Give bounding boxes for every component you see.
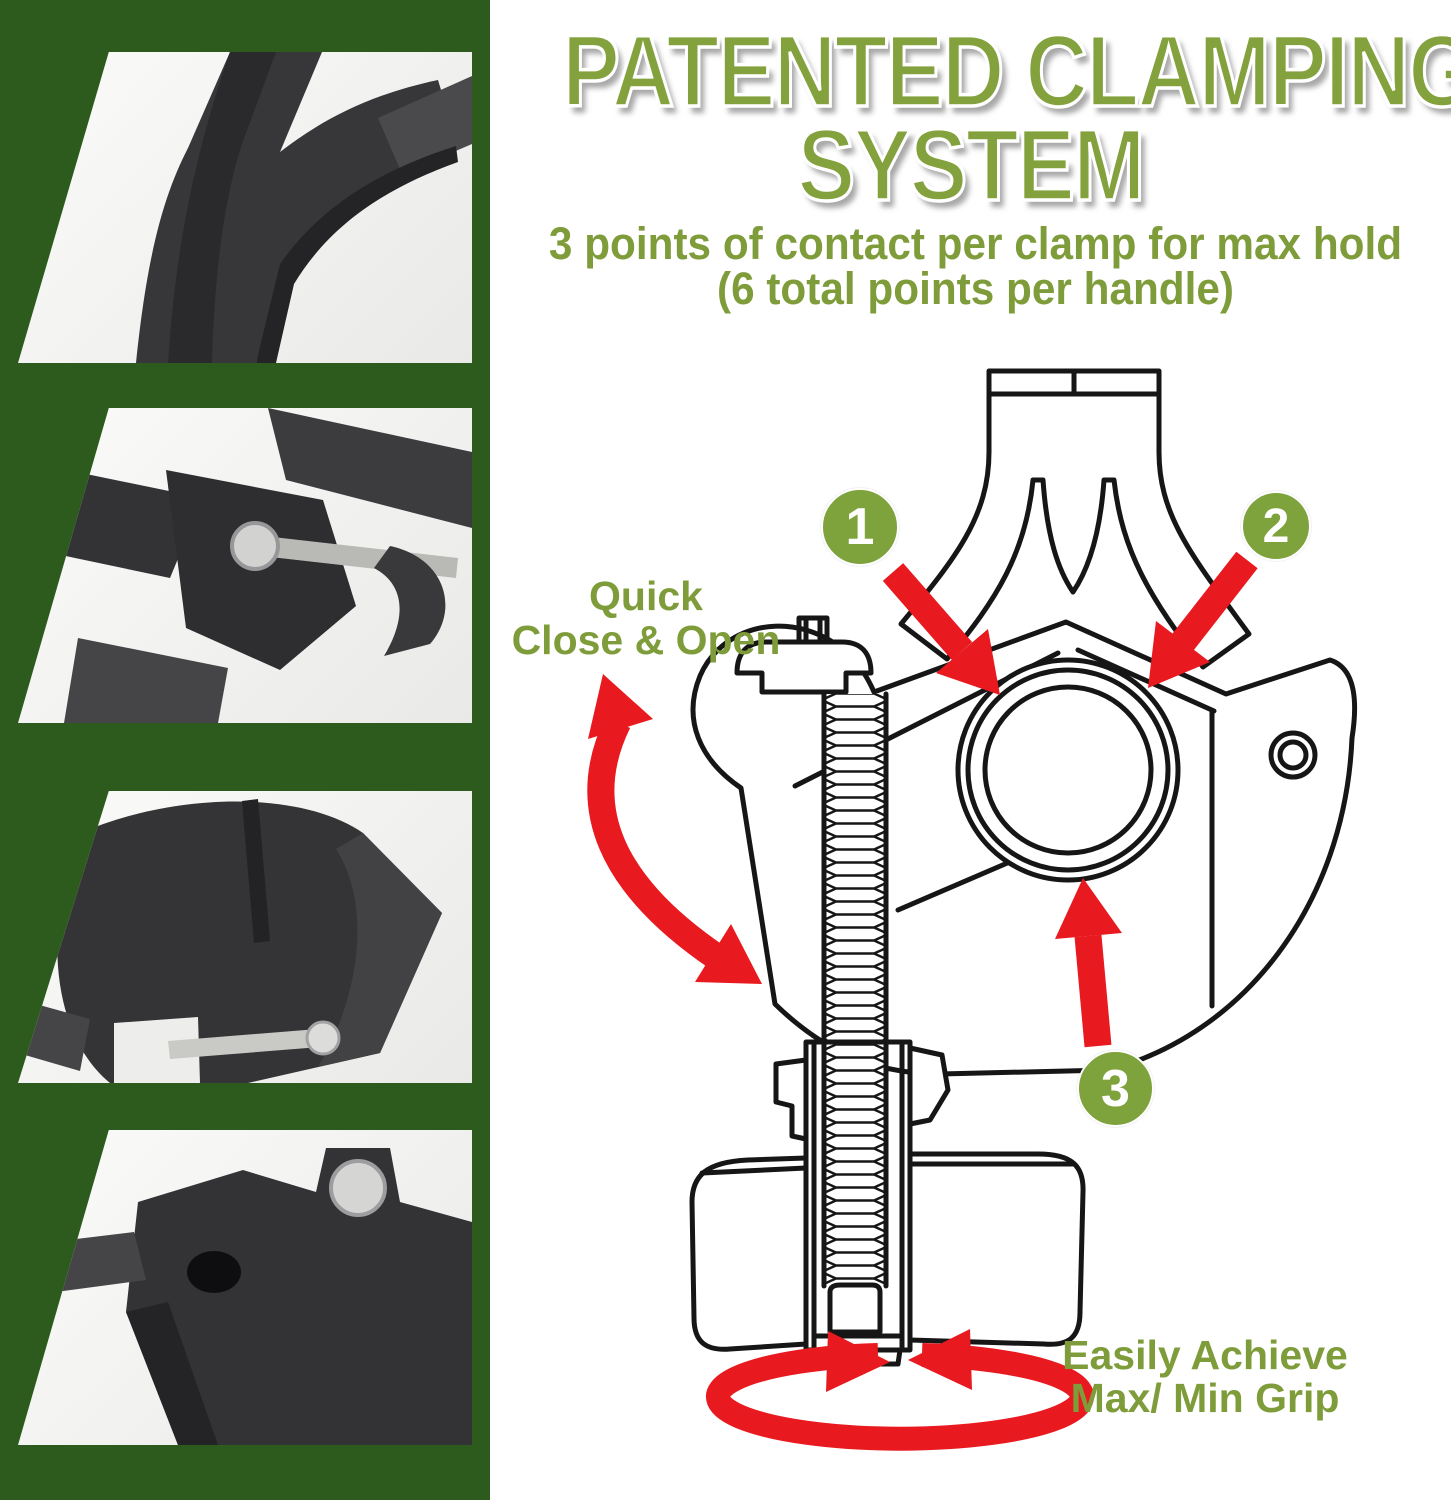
quick-label-line-1: Quick: [589, 573, 703, 619]
quick-label-line-2: Close & Open: [511, 617, 781, 663]
photo-clamp-jaw: [18, 1130, 472, 1445]
title-line-1: PATENTED CLAMPING: [561, 14, 1451, 128]
photo-clamp-screw: [18, 408, 472, 723]
badge-2-number: 2: [1262, 499, 1290, 553]
photo-sidebar: [0, 0, 490, 1500]
contact-point-badge-3: 3: [1077, 1050, 1154, 1127]
photo-clamp-collar-art: [18, 799, 442, 1083]
grip-label-line-1: Easily Achieve: [1062, 1332, 1348, 1378]
subtitle-line-1: 3 points of contact per clamp for max ho…: [548, 218, 1403, 269]
clamp-outline: [689, 368, 1358, 1367]
subtitle-line-2: (6 total points per handle): [716, 263, 1235, 314]
page-title: PATENTED CLAMPING SYSTEM: [490, 14, 1451, 222]
grip-label-line-2: Max/ Min Grip: [1070, 1375, 1340, 1421]
contact-point-badge-1: 1: [821, 488, 899, 566]
badge-3-number: 3: [1101, 1059, 1130, 1118]
photo-clamp-fork-art: [136, 52, 472, 363]
page-subtitle: 3 points of contact per clamp for max ho…: [500, 221, 1451, 311]
contact-point-badge-2: 2: [1241, 491, 1311, 561]
red-annotation-arrows: [587, 551, 1258, 1451]
badge-1-number: 1: [845, 498, 875, 556]
photo-clamp-collar: [18, 791, 472, 1083]
title-line-2: SYSTEM: [796, 108, 1147, 222]
quick-close-open-label: Quick Close & Open: [490, 574, 802, 662]
max-min-grip-label: Easily Achieve Max/ Min Grip: [1023, 1334, 1387, 1420]
